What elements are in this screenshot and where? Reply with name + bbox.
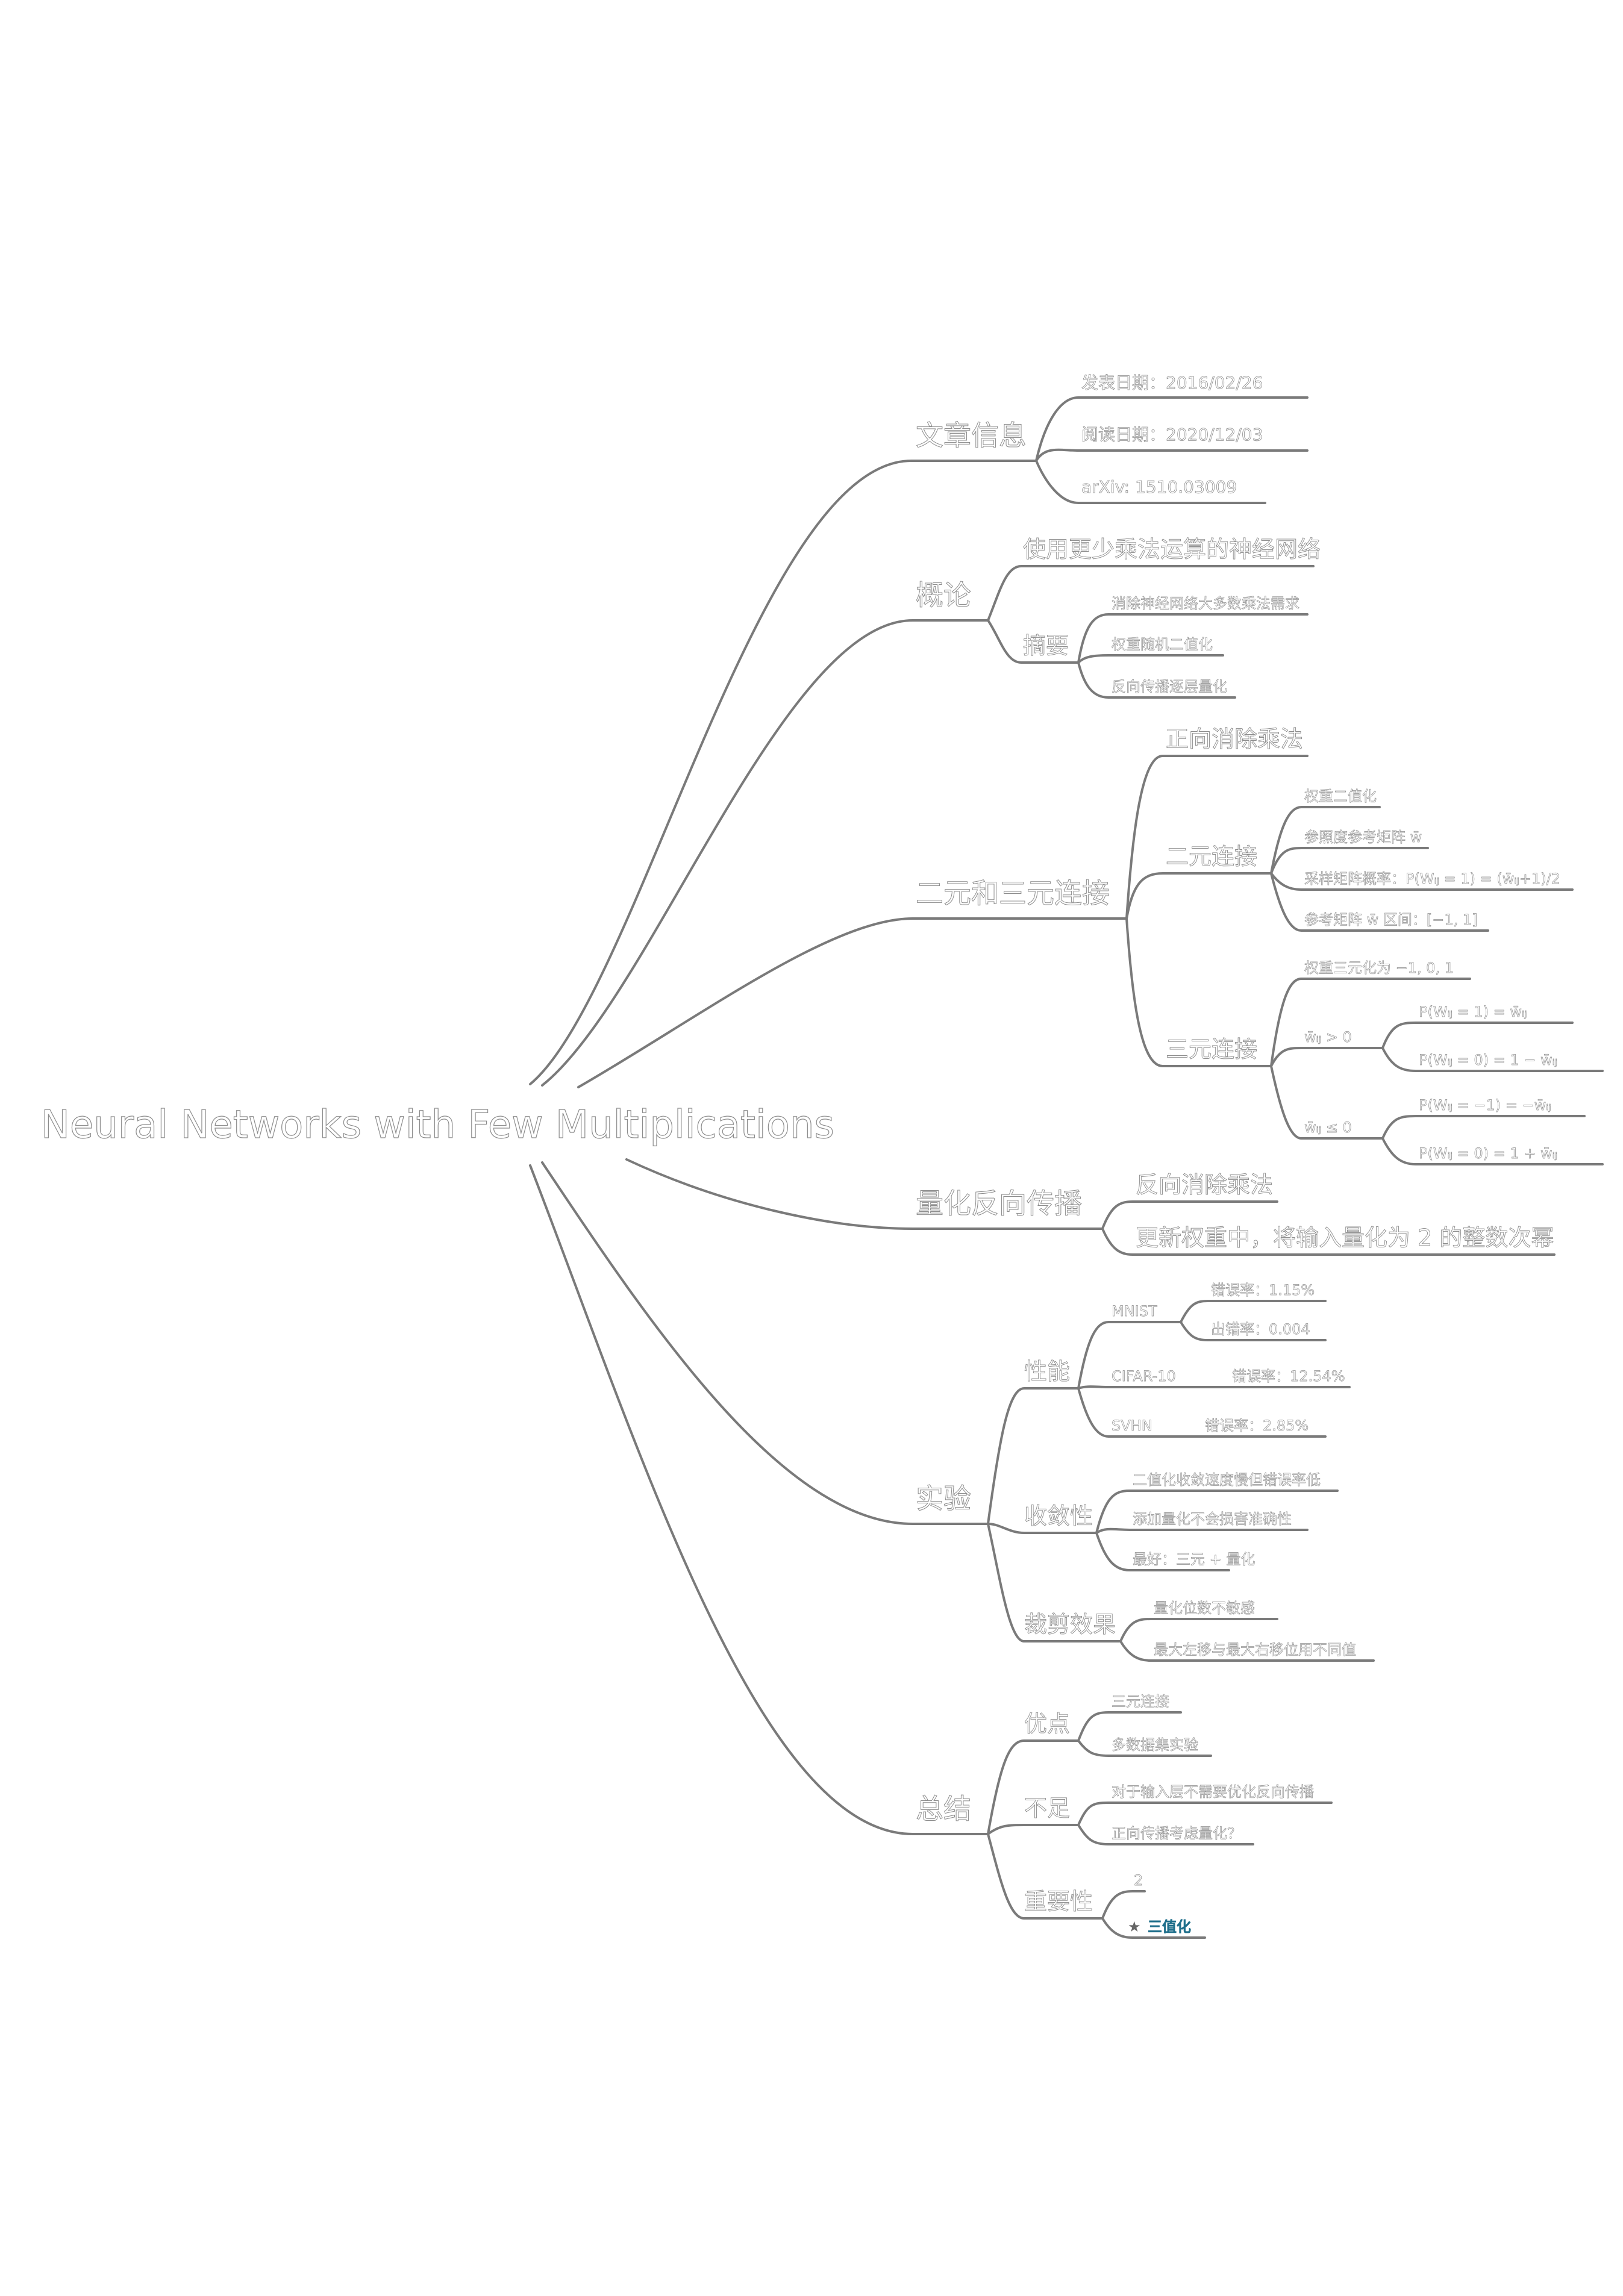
node-convergence-2[interactable]: 添加量化不会损害准确性	[1133, 1511, 1292, 1527]
node-importance-1[interactable]: 2	[1134, 1872, 1143, 1889]
star-icon: ★	[1128, 1918, 1141, 1935]
node-convergence-1[interactable]: 二值化收敛速度慢但错误率低	[1133, 1471, 1321, 1488]
node-ternary-pos-2[interactable]: P(Wᵢⱼ = 0) = 1 − w̄ᵢⱼ	[1419, 1052, 1558, 1068]
node-pros-2[interactable]: 多数据集实验	[1112, 1736, 1199, 1753]
edge-root-n3	[577, 917, 914, 1088]
topic-article-info[interactable]: 文章信息	[916, 419, 1027, 452]
node-clipping-2[interactable]: 最大左移与最大右移位用不同值	[1154, 1641, 1357, 1658]
topic-experiments[interactable]: 实验	[916, 1482, 972, 1515]
node-ternary-neg[interactable]: w̄ᵢⱼ ≤ 0	[1304, 1119, 1352, 1136]
node-update-quantize[interactable]: 更新权重中，将输入量化为 2 的整数次幂	[1136, 1224, 1554, 1251]
node-binary-connect[interactable]: 二元连接	[1166, 843, 1258, 870]
node-mnist-lr[interactable]: 出错率：0.004	[1211, 1321, 1310, 1338]
node-cons-2[interactable]: 正向传播考虑量化？	[1112, 1825, 1242, 1842]
node-pros[interactable]: 优点	[1024, 1711, 1071, 1737]
node-binary-2[interactable]: 参照度参考矩阵 w̄	[1304, 829, 1422, 846]
node-ternary-pos-1[interactable]: P(Wᵢⱼ = 1) = w̄ᵢⱼ	[1419, 1003, 1527, 1020]
topic-overview[interactable]: 概论	[916, 579, 972, 611]
topic-quantized-backprop[interactable]: 量化反向传播	[916, 1187, 1083, 1220]
node-svhn-error[interactable]: 错误率：2.85%	[1205, 1417, 1309, 1434]
node-binary-1[interactable]: 权重二值化	[1304, 788, 1377, 805]
node-ternary-pos[interactable]: w̄ᵢⱼ > 0	[1304, 1029, 1352, 1046]
node-performance[interactable]: 性能	[1024, 1358, 1071, 1385]
edge-root-n4	[625, 1158, 914, 1230]
node-ternary-neg-1[interactable]: P(Wᵢⱼ = −1) = −w̄ᵢⱼ	[1419, 1097, 1551, 1114]
topic-conclusion[interactable]: 总结	[916, 1792, 972, 1825]
topic-binary-ternary[interactable]: 二元和三元连接	[916, 877, 1110, 909]
node-ternary-connect[interactable]: 三元连接	[1166, 1036, 1258, 1062]
node-read-date[interactable]: 阅读日期：2020/12/03	[1081, 425, 1263, 445]
node-published-date[interactable]: 发表日期：2016/02/26	[1081, 373, 1263, 393]
node-binary-4[interactable]: 参考矩阵 w̄ 区间：[−1, 1]	[1304, 911, 1478, 928]
node-svhn[interactable]: SVHN	[1112, 1417, 1152, 1434]
node-cons[interactable]: 不足	[1024, 1795, 1071, 1821]
node-convergence[interactable]: 收敛性	[1024, 1503, 1093, 1529]
node-arxiv[interactable]: arXiv: 1510.03009	[1081, 477, 1237, 497]
node-summary[interactable]: 使用更少乘法运算的神经网络	[1023, 536, 1321, 563]
node-ternary-1[interactable]: 权重三元化为 −1, 0, 1	[1304, 959, 1454, 976]
node-mnist[interactable]: MNIST	[1112, 1303, 1157, 1320]
node-backward-elimination[interactable]: 反向消除乘法	[1136, 1171, 1274, 1198]
node-pros-1[interactable]: 三元连接	[1112, 1693, 1170, 1710]
edge-root-n1	[529, 459, 914, 1085]
node-mnist-error[interactable]: 错误率：1.15%	[1211, 1282, 1315, 1299]
node-cifar10[interactable]: CIFAR-10	[1112, 1368, 1176, 1385]
node-abstract-2[interactable]: 权重随机二值化	[1112, 636, 1213, 653]
edge-root-n6	[529, 1164, 914, 1835]
edge-root-n2	[541, 619, 914, 1087]
node-abstract[interactable]: 摘要	[1023, 632, 1069, 659]
node-abstract-3[interactable]: 反向传播逐层量化	[1112, 678, 1228, 695]
node-importance-2[interactable]: 三值化	[1148, 1918, 1191, 1935]
node-abstract-1[interactable]: 消除神经网络大多数乘法需求	[1112, 595, 1300, 612]
node-cifar10-error[interactable]: 错误率：12.54%	[1232, 1368, 1345, 1385]
node-clipping[interactable]: 裁剪效果	[1024, 1611, 1116, 1638]
edge-root-n5	[541, 1161, 914, 1525]
node-importance[interactable]: 重要性	[1024, 1888, 1093, 1915]
root-topic[interactable]: Neural Networks with Few Multiplications	[40, 1103, 834, 1147]
node-binary-3[interactable]: 采样矩阵概率：P(Wᵢⱼ = 1) = (w̄ᵢⱼ+1)/2	[1304, 870, 1561, 887]
node-clipping-1[interactable]: 量化位数不敏感	[1154, 1600, 1256, 1617]
node-forward-elimination[interactable]: 正向消除乘法	[1166, 726, 1304, 752]
node-convergence-3[interactable]: 最好：三元 + 量化	[1133, 1551, 1256, 1568]
node-cons-1[interactable]: 对于输入层不需要优化反向传播	[1112, 1783, 1315, 1800]
node-ternary-neg-2[interactable]: P(Wᵢⱼ = 0) = 1 + w̄ᵢⱼ	[1419, 1145, 1558, 1162]
